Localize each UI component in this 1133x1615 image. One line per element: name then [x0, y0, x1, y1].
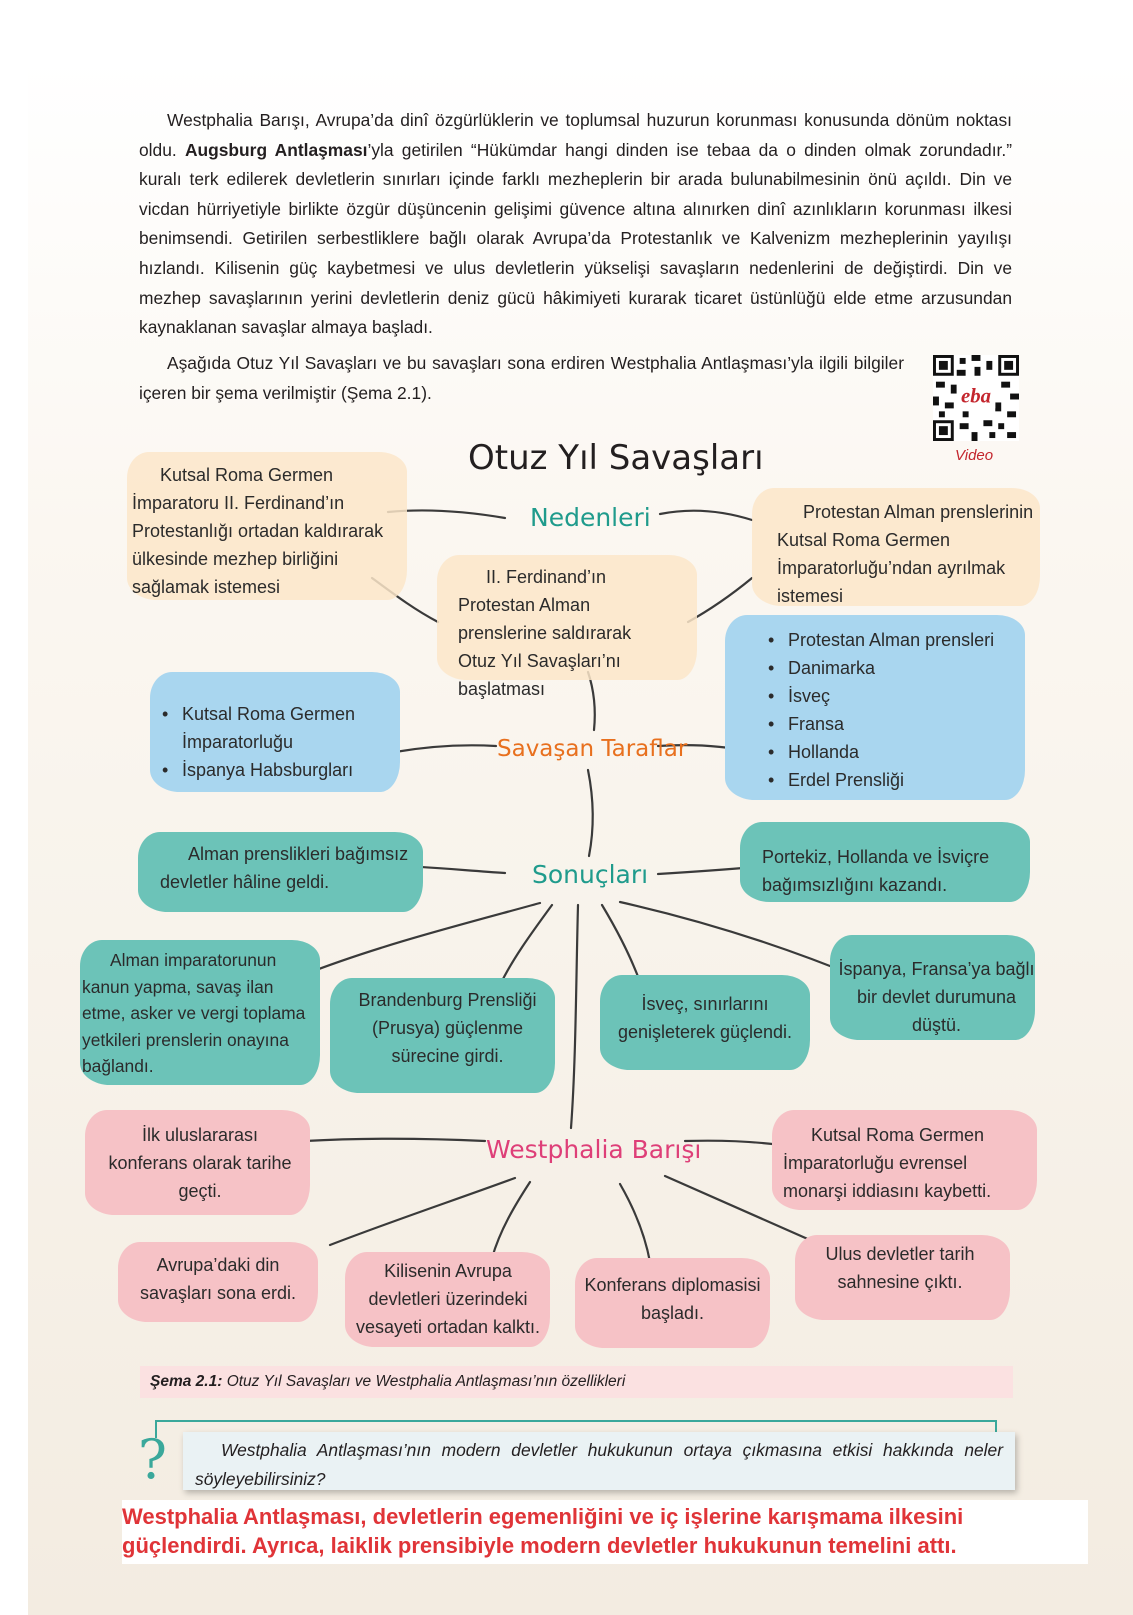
blob-westphalia-5	[575, 1258, 770, 1348]
list-item: Protestan Alman prensleri	[766, 626, 1026, 654]
taraflar-left-list: Kutsal Roma Germen İmparatorluğu İspanya…	[160, 700, 400, 784]
blob-sonuc-4	[330, 978, 555, 1093]
blob-sonuc-2	[740, 822, 1030, 902]
blob-westphalia-3	[118, 1242, 318, 1322]
blob-westphalia-1	[85, 1110, 310, 1215]
blob-westphalia-2	[772, 1110, 1037, 1210]
list-item: Kutsal Roma Germen İmparatorluğu	[160, 700, 400, 756]
diagram-intro-paragraph: Aşağıda Otuz Yıl Savaşları ve bu savaşla…	[139, 353, 904, 403]
blob-sonuc-5	[600, 975, 810, 1070]
augsburg-term: Augsburg Antlaşması	[184, 139, 368, 160]
question-text: Westphalia Antlaşması’nın modern devletl…	[195, 1440, 1003, 1489]
sonuc-item-1: Alman prenslikleri bağımsız devletler hâ…	[160, 844, 409, 892]
taraflar-label: Savaşan Taraflar	[497, 736, 688, 762]
list-item: Erdel Prensliği	[766, 766, 1026, 794]
video-label[interactable]: Video	[955, 447, 994, 464]
blob-sonuc-6	[830, 935, 1035, 1040]
sonuclar-label: Sonuçları	[532, 860, 649, 889]
list-item: Danimarka	[766, 654, 1026, 682]
list-item: İspanya Habsburgları	[160, 756, 400, 784]
list-item: İsveç	[766, 682, 1026, 710]
question-mark-icon: ?	[138, 1428, 167, 1491]
question-box: Westphalia Antlaşması’nın modern devletl…	[183, 1432, 1015, 1490]
list-item: Fransa	[766, 710, 1026, 738]
westphalia-item-6: Ulus devletler tarih sahnesine çıktı.	[825, 1244, 975, 1292]
westphalia-item-5: Konferans diplomasisi başladı.	[584, 1275, 761, 1323]
nedenler-center-text: II. Ferdinand’ın Protestan Alman prensle…	[458, 567, 632, 699]
qr-badge-text: eba	[961, 385, 991, 407]
nedenler-right-text: Protestan Alman prenslerinin Kutsal Roma…	[777, 502, 1034, 606]
westphalia-item-3: Avrupa’daki din savaşları sona erdi.	[139, 1255, 297, 1303]
question-frame	[155, 1420, 997, 1438]
qr-code-icon[interactable]: eba	[933, 355, 1019, 441]
westphalia-item-4: Kilisenin Avrupa devletleri üzerindeki v…	[355, 1261, 541, 1337]
blob-nedenler-left	[127, 452, 407, 600]
blob-westphalia-4	[345, 1252, 550, 1347]
westphalia-item-1: İlk uluslararası konferans olarak tarihe…	[108, 1125, 292, 1201]
figure-caption: Şema 2.1: Otuz Yıl Savaşları ve Westphal…	[140, 1366, 1013, 1398]
blob-westphalia-6	[795, 1235, 1010, 1320]
sonuc-item-2: Portekiz, Hollanda ve İsviçre bağımsızlı…	[762, 847, 990, 895]
diagram-title: Otuz Yıl Savaşları	[468, 438, 764, 478]
taraflar-right-list: Protestan Alman prensleri Danimarka İsve…	[766, 626, 1026, 794]
list-item: Hollanda	[766, 738, 1026, 766]
nedenler-left-text: Kutsal Roma Germen İmparatoru II. Ferdin…	[132, 465, 384, 597]
sonuc-item-4: Brandenburg Prensliği (Prusya) güçlenme …	[358, 990, 537, 1066]
blob-sonuc-3	[80, 940, 320, 1085]
blob-nedenler-right	[752, 488, 1040, 606]
intro-paragraph: Westphalia Barışı, Avrupa’da dinî özgürl…	[139, 110, 1012, 338]
sonuc-item-3: Alman imparatorunun kanun yapma, savaş i…	[82, 950, 306, 1076]
nedenler-label: Nedenleri	[530, 503, 651, 532]
answer-text: Westphalia Antlaşması, devletlerin egeme…	[122, 1500, 1088, 1564]
blob-nedenler-center	[437, 555, 697, 680]
westphalia-item-2: Kutsal Roma Germen İmparatorluğu evrense…	[783, 1125, 992, 1201]
sonuc-item-5: İsveç, sınırlarını genişleterek güçlendi…	[617, 994, 793, 1042]
blob-sonuc-1	[138, 832, 423, 912]
sonuc-item-6: İspanya, Fransa’ya bağlı bir devlet duru…	[838, 959, 1035, 1035]
westphalia-label: Westphalia Barışı	[486, 1135, 702, 1164]
